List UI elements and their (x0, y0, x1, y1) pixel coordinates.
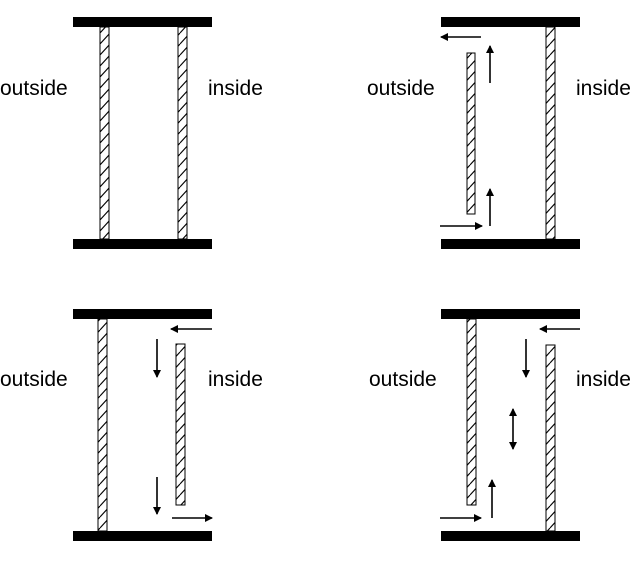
inside-label: inside (208, 368, 263, 391)
top-plate (441, 309, 580, 319)
panel-top-left: outside inside (0, 17, 263, 249)
inner-wall (545, 26, 556, 240)
inside-label: inside (576, 77, 631, 100)
panel-top-right: outside inside (367, 17, 631, 249)
inside-label: inside (576, 368, 631, 391)
outside-label: outside (0, 77, 68, 100)
bottom-plate (441, 239, 580, 249)
outer-wall (99, 26, 110, 240)
outer-wall (97, 318, 108, 532)
bottom-plate (73, 531, 212, 541)
detached-inner-wall (175, 343, 186, 506)
outside-label: outside (369, 368, 437, 391)
outside-label: outside (367, 77, 435, 100)
outside-label: outside (0, 368, 68, 391)
panel-bottom-left: outside inside (0, 309, 263, 541)
top-plate (73, 17, 212, 27)
top-plate (73, 309, 212, 319)
bottom-plate (73, 239, 212, 249)
bottom-plate (441, 531, 580, 541)
top-plate (441, 17, 580, 27)
detached-outer-wall (466, 52, 476, 215)
inner-wall (545, 344, 556, 532)
inside-label: inside (208, 77, 263, 100)
panel-bottom-right: outside inside (369, 309, 631, 541)
inner-wall (177, 26, 188, 240)
outer-wall (466, 318, 477, 506)
